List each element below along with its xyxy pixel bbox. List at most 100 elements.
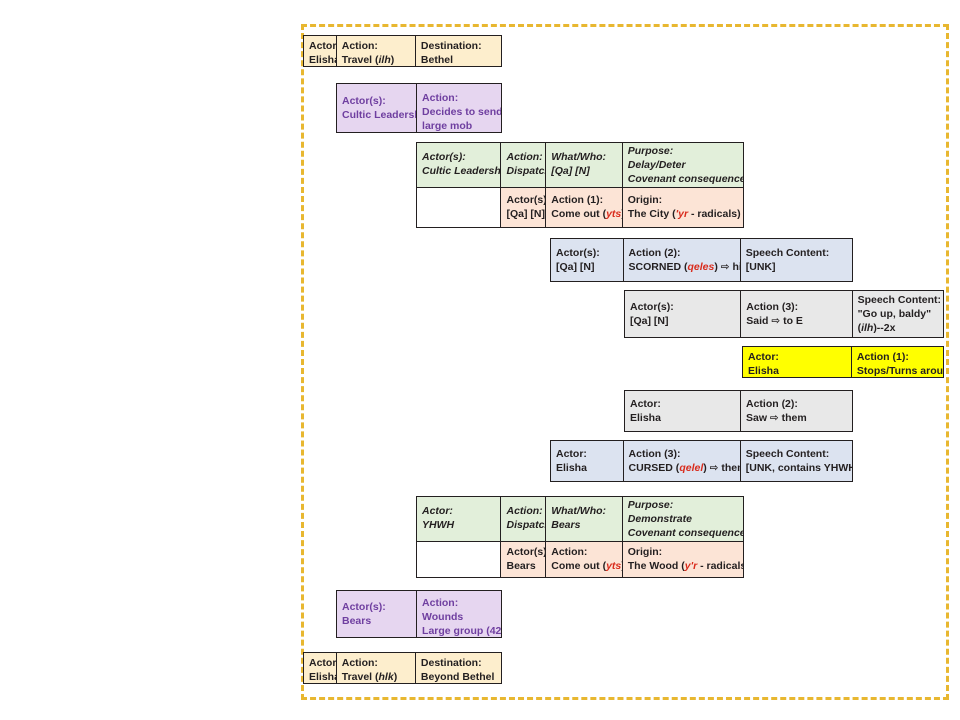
block-travel-bethel: Actor: Elisha Action: Travel (ilh) Desti… bbox=[303, 35, 502, 67]
label-origin: Origin: bbox=[627, 546, 663, 558]
value-action: Travel (ilh) bbox=[341, 54, 395, 66]
label-actor: Actor: bbox=[748, 351, 779, 363]
cell-action: Action: Travel (ilh) bbox=[335, 36, 415, 66]
cell-destination: Destination: Beyond Bethel bbox=[414, 653, 501, 683]
cell-actors: Actor(s): Cultic Leadership bbox=[417, 143, 500, 187]
cell-actors: Actor(s): Bears bbox=[337, 591, 416, 637]
value-actors: [Qa] [N] bbox=[506, 208, 545, 220]
block-elisha-stops: Actor: Elisha Action (1): Stops/Turns ar… bbox=[742, 346, 944, 378]
cell-actor: Actor: Elisha bbox=[625, 391, 740, 431]
label-actors: Actor(s): bbox=[422, 151, 466, 163]
cell-action: Action: Come out (yts) bbox=[545, 542, 622, 577]
value-action: Dispatch bbox=[506, 519, 545, 531]
cell-actor: Actor: Elisha bbox=[304, 653, 336, 683]
label-actors: Actor(s): bbox=[506, 546, 545, 558]
cell-speech: Speech Content: "Go up, baldy" (ilh)--2x bbox=[851, 291, 943, 337]
value-action-line1: Decides to send bbox=[422, 106, 501, 118]
block-travel-beyond-bethel: Actor: Elisha Action: Travel (hlk) Desti… bbox=[303, 652, 502, 684]
cell-actors: Actor(s): Bears bbox=[500, 542, 546, 577]
value-action1: Come out (yts) bbox=[551, 208, 622, 220]
cell-action1: Action (1): Stops/Turns around bbox=[850, 347, 943, 377]
label-actors: Actor(s): bbox=[630, 301, 674, 313]
cell-action: Action: Wounds Large group (42) bbox=[416, 591, 501, 637]
label-actor: Actor: bbox=[422, 505, 453, 517]
cell-actors: Actor(s): Cultic Leadership bbox=[337, 84, 416, 132]
label-purpose: Purpose: bbox=[627, 499, 674, 511]
value-action-line2: large mob bbox=[422, 120, 473, 132]
cell-action: Action: Decides to send large mob bbox=[416, 84, 501, 132]
block-elisha-cursed: Actor: Elisha Action (3): CURSED (qelel)… bbox=[550, 440, 853, 482]
value-speech-line2: (ilh)--2x bbox=[857, 322, 896, 334]
diagram-dashed-frame bbox=[301, 24, 949, 700]
block-elisha-saw: Actor: Elisha Action (2): Saw ⇨ them bbox=[624, 390, 853, 432]
label-actors: Actor(s): bbox=[506, 194, 545, 206]
label-destination: Destination: bbox=[420, 40, 482, 52]
cell-speech: Speech Content: [UNK] bbox=[739, 239, 852, 281]
value-destination: Bethel bbox=[420, 54, 453, 66]
cell-action3: Action (3): Said ⇨ to E bbox=[740, 291, 851, 337]
value-purpose-line2: Covenant consequences bbox=[627, 173, 743, 185]
value-actor: Elisha bbox=[630, 412, 661, 424]
value-whatwho: Bears bbox=[551, 519, 581, 531]
cell-action1: Action (1): Come out (yts) bbox=[545, 188, 622, 227]
label-speech: Speech Content: bbox=[745, 247, 830, 259]
label-actor: Actor: bbox=[309, 657, 336, 669]
value-action: Come out (yts) bbox=[551, 560, 622, 572]
value-actor: Elisha bbox=[309, 54, 336, 66]
cell-action: Action: Dispatch bbox=[500, 497, 545, 541]
label-action2: Action (2): bbox=[745, 398, 798, 410]
label-destination: Destination: bbox=[420, 657, 482, 669]
value-action: Travel (hlk) bbox=[341, 671, 398, 683]
block-dispatch-qa: Actor(s): Cultic Leadership Action: Disp… bbox=[416, 142, 744, 228]
value-actors: Cultic Leadership bbox=[342, 109, 416, 121]
value-action: Dispatch bbox=[506, 165, 545, 177]
cell-actors: Actor(s): [Qa] [N] bbox=[500, 188, 546, 227]
label-action1: Action (1): bbox=[551, 194, 604, 206]
cell-purpose: Purpose: Delay/Deter Covenant consequenc… bbox=[621, 143, 743, 187]
row-dispatch-bottom: Actor(s): Bears Action: Come out (yts) O… bbox=[417, 542, 743, 577]
value-actor: Elisha bbox=[309, 671, 336, 683]
label-action: Action: bbox=[341, 657, 378, 669]
value-speech: [UNK] bbox=[745, 261, 776, 273]
block-bears-wound: Actor(s): Bears Action: Wounds Large gro… bbox=[336, 590, 502, 638]
value-action3: Said ⇨ to E bbox=[746, 315, 803, 327]
cell-origin: Origin: The City ('yr - radicals) bbox=[621, 188, 743, 227]
cell-actors: Actor(s): [Qa] [N] bbox=[551, 239, 623, 281]
cell-action3: Action (3): CURSED (qelel) ⇨ them bbox=[622, 441, 740, 481]
label-action3: Action (3): bbox=[746, 301, 799, 313]
label-action: Action: bbox=[422, 92, 459, 104]
label-action: Action: bbox=[551, 546, 588, 558]
label-action: Action: bbox=[506, 151, 543, 163]
value-actors: Bears bbox=[342, 615, 372, 627]
label-action: Action: bbox=[506, 505, 543, 517]
label-actors: Actor(s): bbox=[556, 247, 600, 259]
value-actor: YHWH bbox=[422, 519, 455, 531]
value-actors: Bears bbox=[506, 560, 536, 572]
value-action1: Stops/Turns around bbox=[856, 365, 943, 377]
value-action3: CURSED (qelel) ⇨ them bbox=[628, 462, 740, 474]
cell-action2: Action (2): SCORNED (qeles) ⇨ him bbox=[622, 239, 740, 281]
cell-action: Action: Travel (hlk) bbox=[335, 653, 415, 683]
label-actor: Actor: bbox=[556, 448, 587, 460]
value-destination: Beyond Bethel bbox=[420, 671, 495, 683]
cell-empty bbox=[417, 542, 501, 577]
cell-speech: Speech Content: [UNK, contains YHWH] bbox=[739, 441, 853, 481]
label-action1: Action (1): bbox=[856, 351, 909, 363]
value-action2: Saw ⇨ them bbox=[745, 412, 807, 424]
cell-actors: Actor(s): [Qa] [N] bbox=[625, 291, 740, 337]
value-speech-line1: "Go up, baldy" bbox=[857, 308, 932, 320]
label-whatwho: What/Who: bbox=[551, 505, 607, 517]
label-actor: Actor: bbox=[309, 40, 336, 52]
cell-action2: Action (2): Saw ⇨ them bbox=[739, 391, 852, 431]
label-purpose: Purpose: bbox=[627, 145, 674, 157]
label-action: Action: bbox=[422, 597, 459, 609]
value-actor: Elisha bbox=[556, 462, 587, 474]
value-action2: SCORNED (qeles) ⇨ him bbox=[628, 261, 740, 273]
label-origin: Origin: bbox=[627, 194, 663, 206]
cell-whatwho: What/Who: Bears bbox=[545, 497, 622, 541]
value-purpose-line1: Delay/Deter bbox=[627, 159, 686, 171]
value-speech: [UNK, contains YHWH] bbox=[745, 462, 853, 474]
label-actors: Actor(s): bbox=[342, 601, 386, 613]
cell-purpose: Purpose: Demonstrate Covenant consequenc… bbox=[621, 497, 743, 541]
block-qa-scorned: Actor(s): [Qa] [N] Action (2): SCORNED (… bbox=[550, 238, 853, 282]
